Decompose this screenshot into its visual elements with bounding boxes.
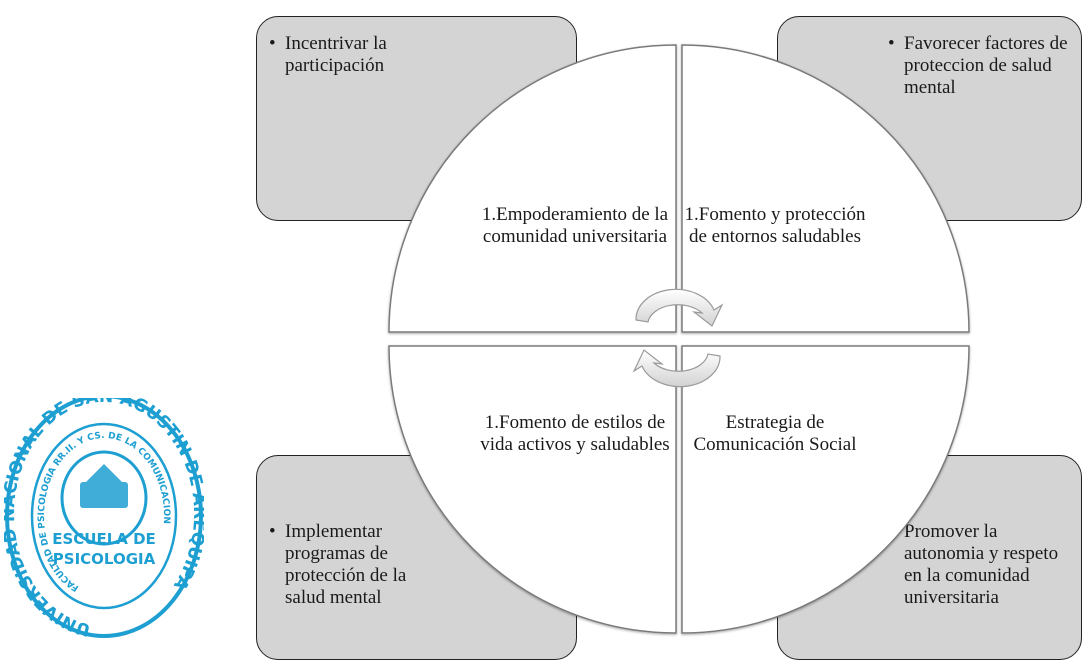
quadrant-top-left — [388, 44, 677, 333]
quadrant-label-top-right: 1.Fomento y protección de entornos salud… — [684, 204, 866, 247]
quadrant-bottom-right — [681, 345, 970, 634]
quadrant-top-right — [681, 44, 970, 333]
box-bottom-left-text: Implementar programas de protección de l… — [285, 521, 407, 608]
bullet: • — [269, 33, 276, 54]
quadrant-label-bottom-right: Estrategia de Comunicación Social — [693, 412, 857, 455]
bullet: • — [269, 521, 276, 542]
quadrant-bottom-left — [388, 345, 677, 634]
university-seal-stamp: UNIVERSIDAD NACIONAL DE SAN AGUSTIN DE A… — [4, 398, 204, 640]
box-bottom-right-text: Promover la autonomia y respeto en la co… — [904, 521, 1059, 608]
svg-text:FACULTAD DE PSICOLOGIA RR.II.: FACULTAD DE PSICOLOGIA RR.II. Y CS. DE L… — [37, 431, 171, 593]
box-top-right-text: Favorecer factores de proteccion de salu… — [904, 33, 1068, 98]
quadrant-label-top-left: 1.Empoderamiento de la comunidad univers… — [481, 204, 669, 247]
svg-text:ESCUELA DE: ESCUELA DE — [52, 530, 156, 548]
svg-text:PSICOLOGIA: PSICOLOGIA — [53, 550, 156, 568]
quadrant-label-bottom-left: 1.Fomento de estilos de vida activos y s… — [480, 412, 670, 455]
box-top-left-text: Incentrivar la participación — [285, 33, 387, 76]
bullet: • — [888, 33, 895, 54]
cycle-arrows-icon — [632, 288, 724, 388]
